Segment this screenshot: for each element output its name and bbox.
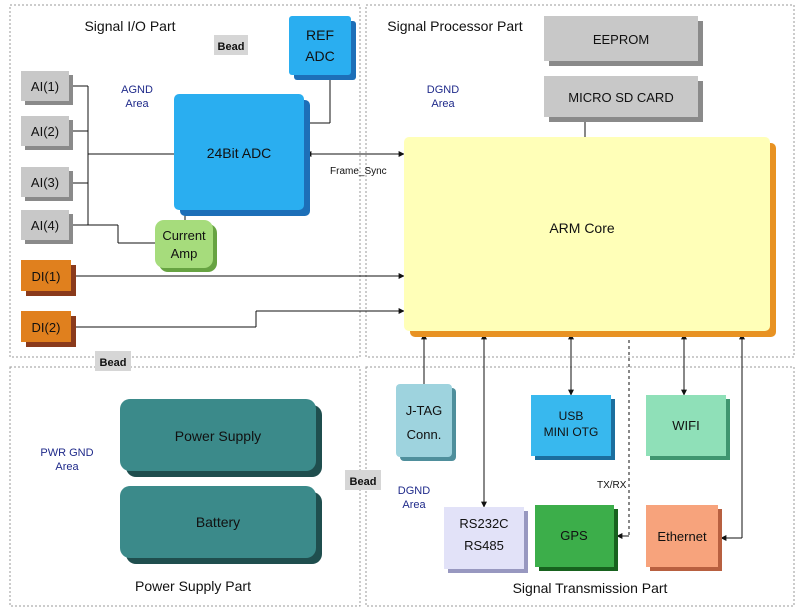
signal-transmission-section: [365, 366, 795, 607]
adc-24bit-block: 24Bit ADC: [174, 94, 310, 216]
micro-sd-card-block: MICRO SD CARD: [544, 76, 703, 122]
svg-text:Battery: Battery: [196, 514, 240, 530]
svg-text:EEPROM: EEPROM: [593, 32, 649, 47]
battery-block: Battery: [120, 486, 322, 564]
svg-text:AI(2): AI(2): [31, 124, 59, 139]
signal-io-section: [9, 4, 361, 358]
section-title-power-supply: Power Supply Part: [135, 578, 251, 594]
bead-top: Bead: [214, 35, 248, 55]
arm-core-block: ARM Core: [404, 137, 776, 337]
svg-text:Bead: Bead: [218, 41, 245, 53]
ai3-block: AI(3): [21, 167, 73, 201]
ethernet-block: Ethernet: [646, 505, 722, 571]
svg-text:AI(4): AI(4): [31, 218, 59, 233]
section-title-signal-processor: Signal Processor Part: [387, 18, 523, 34]
ai1-block: AI(1): [21, 71, 73, 105]
di2-block: DI(2): [21, 311, 76, 347]
section-title-signal-io: Signal I/O Part: [84, 18, 175, 34]
ai2-block: AI(2): [21, 116, 73, 150]
frame-sync-label: Frame_Sync: [330, 166, 387, 177]
svg-text:AI(3): AI(3): [31, 175, 59, 190]
svg-text:GPS: GPS: [560, 528, 588, 543]
svg-text:ARM Core: ARM Core: [549, 220, 615, 236]
wifi-block: WIFI: [646, 395, 730, 460]
svg-text:WIFI: WIFI: [672, 418, 699, 433]
svg-text:24Bit ADC: 24Bit ADC: [207, 145, 272, 161]
svg-text:AI(1): AI(1): [31, 79, 59, 94]
svg-text:MICRO SD CARD: MICRO SD CARD: [568, 90, 673, 105]
section-title-signal-transmission: Signal Transmission Part: [513, 580, 668, 596]
svg-text:Ethernet: Ethernet: [657, 529, 707, 544]
bead-left: Bead: [95, 351, 131, 371]
svg-text:DI(1): DI(1): [32, 269, 61, 284]
signal-processor-section: [365, 4, 795, 358]
bead-middle: Bead: [345, 470, 381, 490]
gps-block: GPS: [535, 505, 618, 571]
ai4-block: AI(4): [21, 210, 73, 244]
svg-text:DI(2): DI(2): [32, 320, 61, 335]
svg-text:Bead: Bead: [100, 357, 127, 369]
power-supply-block: Power Supply: [120, 399, 322, 477]
di1-block: DI(1): [21, 260, 76, 296]
svg-text:Power Supply: Power Supply: [175, 428, 261, 444]
txrx-label: TX/RX: [597, 480, 627, 491]
svg-text:Bead: Bead: [350, 476, 377, 488]
eeprom-block: EEPROM: [544, 16, 703, 66]
connection-lines: [72, 80, 745, 541]
